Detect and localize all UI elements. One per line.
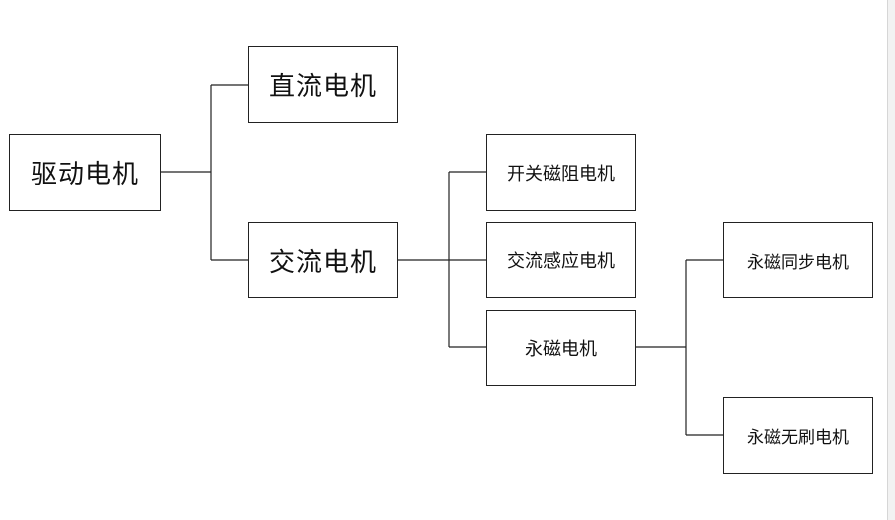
node-ac-induction-motor-label: 交流感应电机: [507, 251, 615, 272]
connector-drive-to-dc-ac: [161, 84, 248, 261]
connector-pm-to-subtypes: [636, 259, 723, 436]
node-switched-reluctance-motor-label: 开关磁阻电机: [507, 163, 615, 185]
node-pm-synchronous-motor: 永磁同步电机: [723, 222, 873, 298]
node-switched-reluctance-motor: 开关磁阻电机: [486, 134, 636, 211]
node-pm-brushless-motor-label: 永磁无刷电机: [747, 428, 849, 448]
node-drive-motor: 驱动电机: [9, 134, 161, 211]
node-dc-motor: 直流电机: [248, 46, 398, 123]
node-dc-motor-label: 直流电机: [268, 72, 377, 102]
node-ac-motor-label: 交流电机: [268, 247, 377, 278]
node-drive-motor-label: 驱动电机: [30, 160, 139, 190]
node-ac-induction-motor: 交流感应电机: [486, 222, 636, 298]
node-pm-brushless-motor: 永磁无刷电机: [723, 397, 873, 474]
node-permanent-magnet-motor-label: 永磁电机: [525, 339, 597, 360]
node-pm-synchronous-motor-label: 永磁同步电机: [747, 252, 849, 273]
connector-ac-to-subtypes: [398, 171, 486, 348]
node-permanent-magnet-motor: 永磁电机: [486, 310, 636, 386]
node-ac-motor: 交流电机: [248, 222, 398, 298]
right-edge-scrollbar[interactable]: [887, 0, 895, 520]
